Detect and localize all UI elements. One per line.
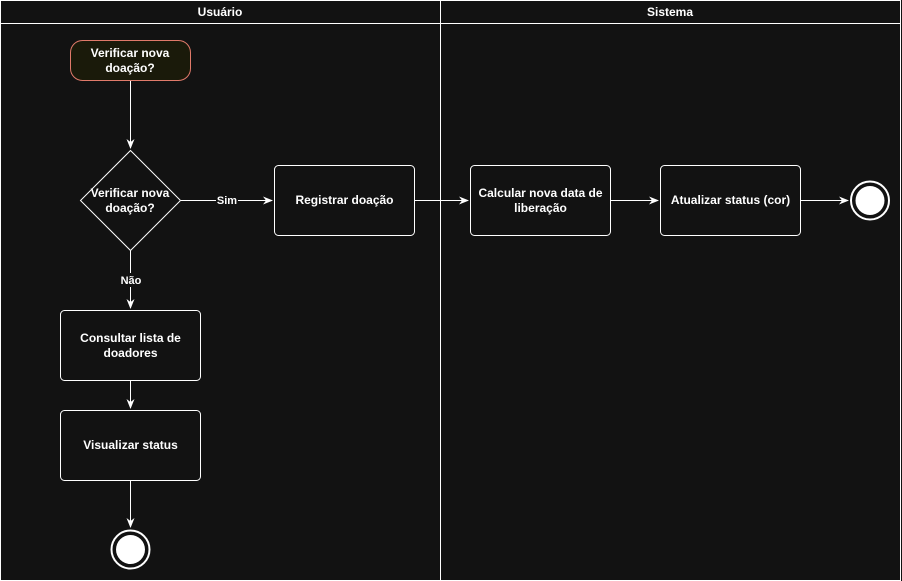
start-node[interactable]: Verificar nova doação?	[70, 40, 191, 81]
decision-node-line1: Verificar nova	[91, 186, 170, 200]
decision-node[interactable]: Verificar nova doação?	[79, 149, 182, 252]
edge-label-nao: Não	[121, 275, 142, 287]
action-calcular-line1: Calcular nova data de	[478, 186, 602, 200]
action-visualizar-status[interactable]: Visualizar status	[60, 410, 201, 481]
end-node-sistema[interactable]	[850, 180, 890, 221]
start-node-line2: doação?	[105, 61, 154, 75]
action-atualizar-label: Atualizar status (cor)	[671, 193, 790, 207]
action-registrar-doacao[interactable]: Registrar doação	[274, 165, 415, 236]
action-visualizar-label: Visualizar status	[83, 438, 178, 452]
action-calcular-line2: liberação	[514, 201, 567, 215]
swimlane-usuario: Usuário	[0, 0, 441, 581]
action-registrar-label: Registrar doação	[295, 193, 393, 207]
action-atualizar-status[interactable]: Atualizar status (cor)	[660, 165, 801, 236]
action-consultar-line2: doadores	[103, 346, 157, 360]
lane-title-usuario: Usuário	[198, 5, 243, 19]
start-node-line1: Verificar nova	[91, 46, 170, 60]
lane-title-sistema: Sistema	[647, 5, 693, 19]
action-consultar-lista[interactable]: Consultar lista de doadores	[60, 310, 201, 381]
action-consultar-line1: Consultar lista de	[80, 331, 181, 345]
end-node-usuario[interactable]	[110, 529, 151, 570]
decision-node-line2: doação?	[105, 201, 154, 215]
edge-label-sim: Sim	[217, 195, 237, 207]
swimlane-sistema: Sistema	[440, 0, 901, 581]
action-calcular-data[interactable]: Calcular nova data de liberação	[470, 165, 611, 236]
